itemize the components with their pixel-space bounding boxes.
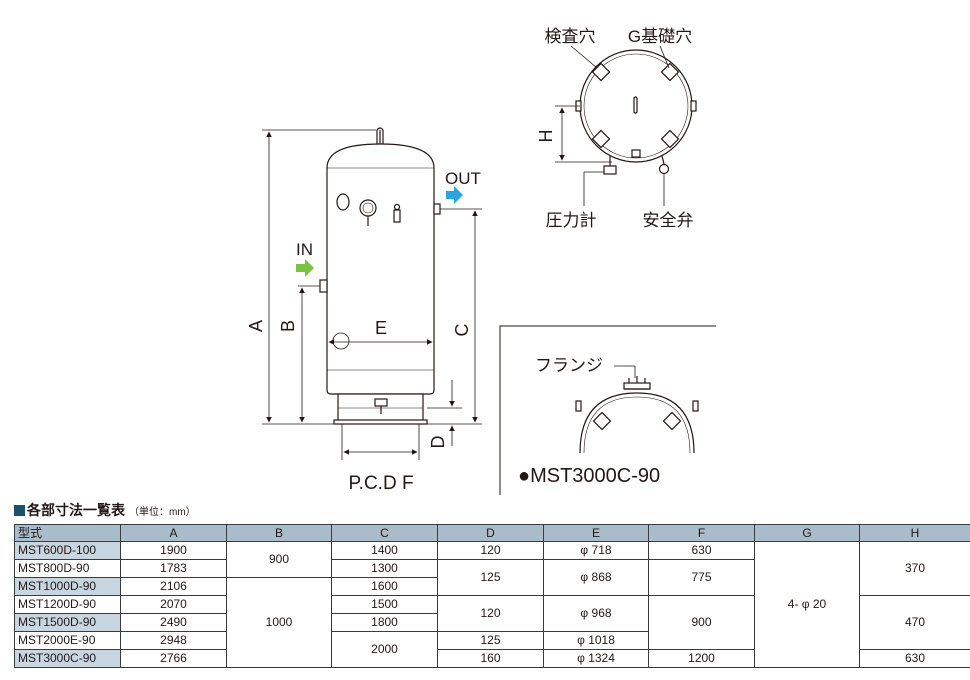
cell-model: MST600D-100 [14,541,121,560]
cell-model: MST800D-90 [14,559,121,578]
table-row: MST1200D-90 2070 1500 120 φ 968 900 470 [14,595,970,650]
cell-model: MST1200D-90 [14,595,121,614]
dim-e-label: E [375,318,387,338]
cell-a: 2490 [120,613,227,632]
header-f: F [648,524,755,542]
header-a: A [120,524,227,542]
table-row: MST3000C-90 2766 160 φ 1324 1200 630 [14,649,970,668]
top-dimension-lines [555,45,670,206]
cell-c: 1400 [331,541,438,560]
cell-d: 120 [437,541,544,560]
cell-model: MST1500D-90 [14,613,121,632]
cell-d: 160 [437,649,544,668]
out-label: OUT [445,169,481,188]
cell-a: 2070 [120,595,227,614]
cell-e: φ 1324 [543,649,649,668]
pressure-gauge-label: 圧力計 [546,211,597,230]
cell-h: 470 [859,595,970,650]
cell-e: φ 718 [543,541,649,560]
flange-label: フランジ [535,356,603,375]
cell-c: 2000 [331,631,438,668]
cell-d: 125 [437,559,544,596]
variant-inset [499,325,716,495]
title-square-icon [14,504,25,516]
cell-b: 1000 [226,577,332,668]
cell-d: 125 [437,631,544,650]
header-d: D [437,524,544,542]
cell-model: MST3000C-90 [14,649,121,668]
table-title-text: 各部寸法一覧表 [27,502,125,518]
tank-side-view [319,127,441,425]
table-row: MST600D-100 1900 900 1400 120 φ 718 630 … [14,541,970,668]
cell-d: 120 [437,595,544,632]
foundation-hole-label: G基礎穴 [628,27,692,46]
safety-valve-label: 安全弁 [643,211,694,230]
header-e: E [543,524,649,542]
cell-h: 630 [859,649,970,668]
table-header-row: 型式 A B C D E F G H [14,524,970,542]
dim-h-label: H [536,130,556,143]
cell-f: 900 [648,595,755,650]
cell-c: 1600 [331,577,438,596]
tank-top-view [575,49,697,175]
cell-a: 2948 [120,631,227,650]
dim-c-label: C [452,324,472,337]
cell-b: 900 [226,541,332,578]
table-unit: （単位：mm） [129,506,196,518]
cell-h: 370 [859,541,970,596]
table-row: MST800D-90 1783 1300 125 φ 868 775 [14,559,970,596]
cell-e: φ 1018 [543,631,649,650]
cell-c: 1500 [331,595,438,614]
table-row: MST1000D-90 2106 1000 1600 [14,577,970,668]
cell-e: φ 868 [543,559,649,596]
cell-model: MST2000E-90 [14,631,121,650]
header-h: H [859,524,970,542]
side-dimension-lines [262,129,482,460]
cell-f: 775 [648,559,755,596]
in-label: IN [296,240,313,259]
cell-a: 2766 [120,649,227,668]
cell-f: 630 [648,541,755,560]
cell-a: 1900 [120,541,227,560]
cell-g: 4- φ 20 [754,541,860,668]
inspection-hole-label: 検査穴 [545,27,596,46]
cell-model: MST1000D-90 [14,577,121,596]
cell-c: 1800 [331,613,438,632]
dim-b-label: B [278,320,298,332]
dim-a-label: A [246,320,266,332]
dimension-table: 型式 A B C D E F G H MST600D-100 1900 900 … [14,524,970,668]
variant-model-label: ●MST3000C-90 [518,465,660,487]
cell-a: 2106 [120,577,227,596]
cell-c: 1300 [331,559,438,578]
outlet-arrow-icon [446,186,463,204]
tank-dimension-diagram: OUT IN A B C D E P.C.D F H 検査穴 G基礎穴 圧力計 … [246,27,716,495]
pcd-label: P.C.D F [348,473,413,494]
header-g: G [754,524,860,542]
inlet-arrow-icon [296,259,314,277]
header-b: B [226,524,332,542]
cell-e: φ 968 [543,595,649,632]
dim-d-label: D [428,436,448,449]
cell-f: 1200 [648,649,755,668]
header-c: C [331,524,438,542]
cell-a: 1783 [120,559,227,578]
header-model: 型式 [14,524,121,542]
table-title: 各部寸法一覧表 （単位：mm） [14,501,196,519]
